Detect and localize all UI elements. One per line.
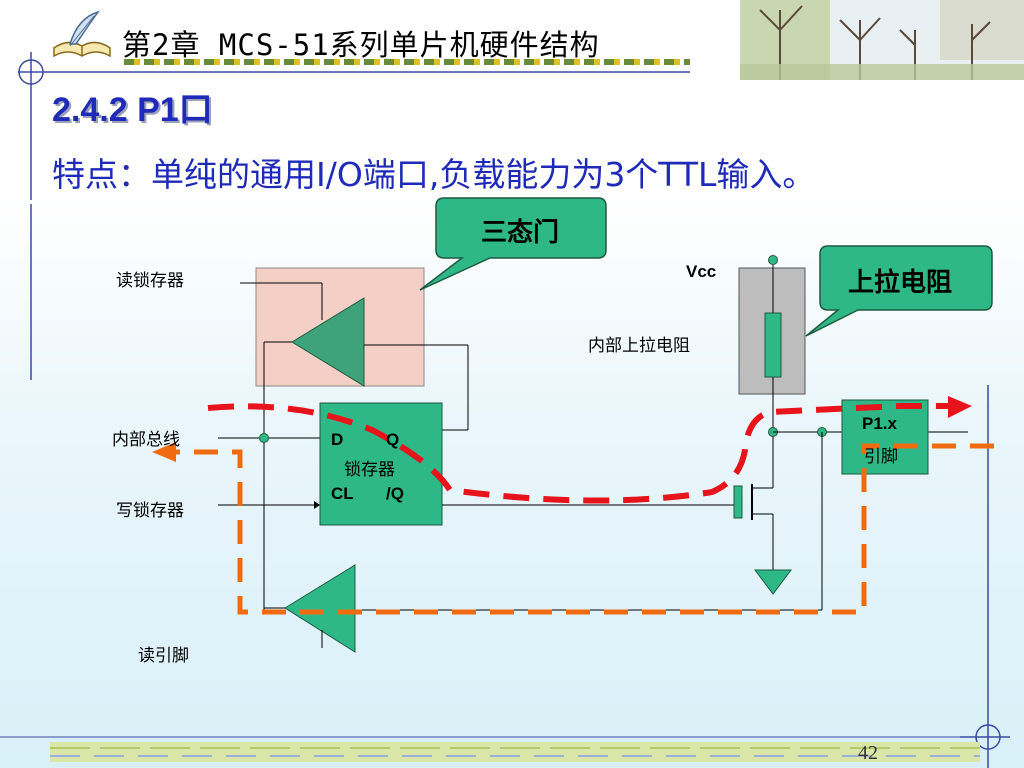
latch-q-label: Q [386,430,400,449]
label-internal-bus: 内部总线 [112,430,180,450]
callout-pullup [805,245,993,337]
fet-gate [733,485,743,519]
label-write-latch: 写锁存器 [116,501,184,521]
label-vcc: Vcc [686,262,717,281]
label-internal-pullup: 内部上拉电阻 [588,336,690,356]
header-photo [740,0,1024,80]
input-path-orange [172,443,994,615]
tristate-buffer [291,297,365,387]
latch-name-label: 锁存器 [344,460,395,480]
callout-tristate-text: 三态门 [481,218,560,248]
callout-pullup-text: 上拉电阻 [848,268,953,298]
latch-cl-label: CL [331,484,354,503]
section-title: 2.4.2 P1口 [52,91,213,129]
latch-nq-label: /Q [386,484,404,503]
pin-block [841,399,929,475]
pullup-resistor [764,312,782,378]
pin-name-label: P1.x [862,414,897,433]
latch-block [319,402,443,526]
callout-tristate [419,197,607,291]
ground-symbol [754,569,792,595]
latch-d-label: D [331,430,344,449]
label-read-pin: 读引脚 [138,646,189,666]
page-number: 42 [858,742,878,764]
chapter-title: 第2章 MCS-51系列单片机硬件结构 [122,28,600,62]
quill-book-icon [53,10,111,58]
feature-description: 特点：单纯的通用I/O端口,负载能力为3个TTL输入。 [52,155,816,194]
output-path-red [207,403,950,504]
read-pin-buffer [284,564,356,653]
pin-sub-label: 引脚 [864,447,898,467]
label-read-latch: 读锁存器 [116,271,184,291]
